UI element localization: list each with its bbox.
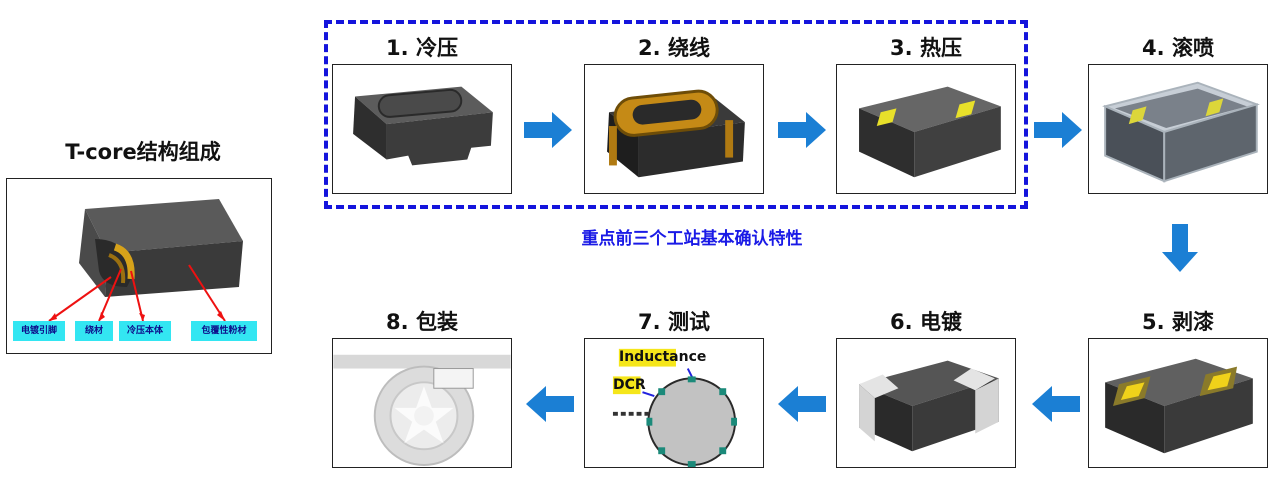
step-6-title: 6. 电镀 [890, 310, 962, 334]
step-8-panel [332, 338, 512, 468]
cold-press-core-image [353, 86, 493, 166]
tcore-label-powder: 包覆性粉材 [191, 321, 257, 341]
tape-reel-image [333, 354, 511, 467]
step-1-panel [332, 64, 512, 194]
step-8-title: 8. 包装 [386, 310, 458, 334]
focus-stations-frame [324, 20, 1028, 209]
tcore-title: T-core结构组成 [65, 140, 221, 164]
arrow-down-icon [1162, 224, 1198, 272]
hot-press-body-image [859, 86, 1001, 178]
step-6-panel [836, 338, 1016, 468]
step-3-title: 3. 热压 [890, 36, 962, 60]
test-fixture-image [612, 348, 738, 467]
step-5-panel [1088, 338, 1268, 468]
step-3-panel [836, 64, 1016, 194]
step-1-title: 1. 冷压 [386, 36, 458, 60]
stripped-body-image [1105, 358, 1253, 454]
step-2-title: 2. 绕线 [638, 36, 710, 60]
step-4-panel [1088, 64, 1268, 194]
step-4-title: 4. 滚喷 [1142, 36, 1214, 60]
step-5-title: 5. 剥漆 [1142, 310, 1214, 334]
inductance-label: Inductance [619, 349, 707, 365]
tcore-label-pin: 电镀引脚 [13, 321, 65, 341]
step-2-panel [584, 64, 764, 194]
arrow-right-icon [524, 112, 572, 148]
tcore-diagram: 电镀引脚 绕材 冷压本体 包覆性粉材 [6, 178, 272, 354]
step-7-title: 7. 测试 [638, 310, 710, 334]
focus-note: 重点前三个工站基本确认特性 [581, 229, 803, 249]
arrow-left-icon [1032, 386, 1080, 422]
tcore-label-wire: 绕材 [75, 321, 113, 341]
arrow-right-icon [778, 112, 826, 148]
spray-coated-body-image [1102, 81, 1260, 183]
arrow-left-icon [526, 386, 574, 422]
plated-body-image [859, 360, 999, 452]
arrow-left-icon [778, 386, 826, 422]
step-7-panel: Inductance DCR [584, 338, 764, 468]
tcore-label-body: 冷压本体 [119, 321, 171, 341]
tcore-illustration [48, 199, 243, 322]
dcr-label: DCR [613, 377, 646, 393]
arrow-right-icon [1034, 112, 1082, 148]
winding-core-image [607, 89, 745, 178]
